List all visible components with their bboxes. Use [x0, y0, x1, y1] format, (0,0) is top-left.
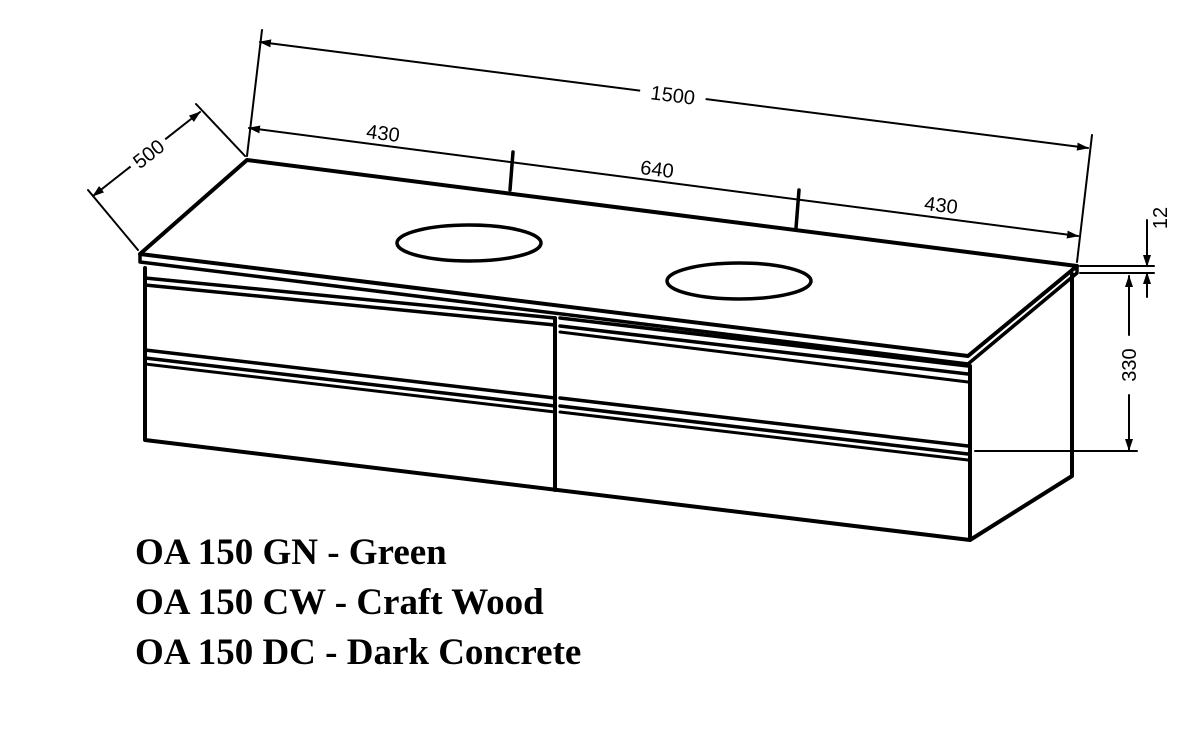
extension-lines — [87, 29, 1093, 263]
label-430-left: 430 — [365, 121, 401, 147]
sink-left — [395, 223, 543, 263]
drawer-mid-right — [558, 396, 970, 456]
cabinet-body — [143, 266, 1074, 542]
variant-dark-concrete: OA 150 DC - Dark Concrete — [135, 632, 582, 673]
drawer-top-right — [558, 316, 970, 376]
variant-list: OA 150 GN - Green OA 150 CW - Craft Wood… — [135, 528, 581, 678]
variant-craft-wood: OA 150 CW - Craft Wood — [135, 582, 544, 623]
label-12: 12 — [1150, 207, 1172, 229]
height-extension-lines — [974, 265, 1155, 452]
segment-ticks — [508, 150, 801, 230]
drawer-top-left — [143, 276, 557, 327]
sink-right — [665, 261, 813, 301]
label-640: 640 — [639, 157, 675, 183]
label-330: 330 — [1119, 348, 1141, 381]
drawer-upper-right-edge — [558, 330, 970, 384]
variant-green: OA 150 GN - Green — [135, 532, 447, 573]
drawer-lower-left — [143, 362, 557, 414]
dim-line-segments — [248, 125, 1079, 239]
drawer-mid-left — [143, 348, 557, 408]
countertop-surface — [138, 158, 1079, 358]
label-1500: 1500 — [649, 82, 696, 109]
label-430-right: 430 — [923, 193, 959, 219]
countertop-front-edge — [138, 252, 1079, 366]
drawer-lower-right — [558, 410, 970, 462]
